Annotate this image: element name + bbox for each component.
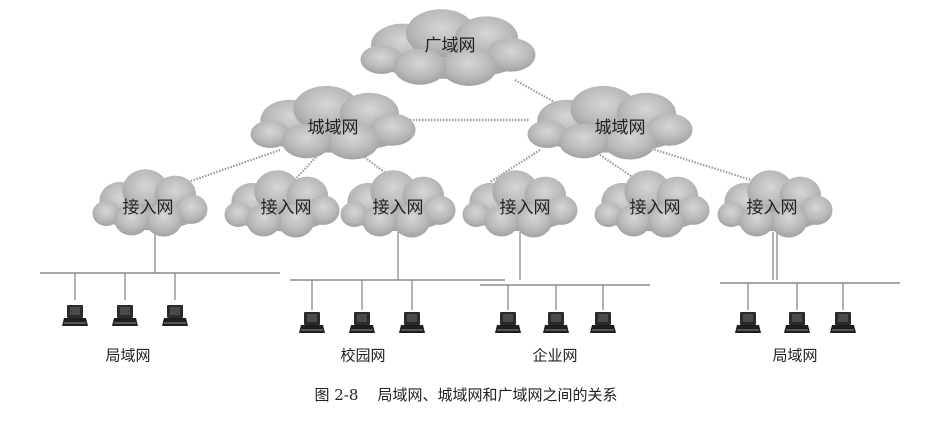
lan-bus-3 xyxy=(480,284,650,310)
access-cloud-1: 接入网 xyxy=(92,169,208,237)
access-cloud-3-label: 接入网 xyxy=(373,198,424,218)
lan-bus-1 xyxy=(40,272,280,300)
man-cloud-right-label: 城域网 xyxy=(595,118,646,138)
lan-bus-4 xyxy=(720,282,900,310)
computer-icon xyxy=(735,312,761,333)
lan-4-label: 局域网 xyxy=(772,347,817,365)
access-cloud-3: 接入网 xyxy=(340,170,456,238)
lan-1-label: 局域网 xyxy=(105,347,150,365)
computer-icon xyxy=(112,305,138,326)
computer-icon xyxy=(543,312,569,333)
wan-cloud: 广域网 xyxy=(360,9,536,87)
wan-cloud-label: 广域网 xyxy=(425,36,476,56)
man-cloud-right: 城域网 xyxy=(527,85,693,160)
access-cloud-2-label: 接入网 xyxy=(261,198,312,218)
computer-icon xyxy=(495,312,521,333)
lan-3-label: 企业网 xyxy=(532,347,577,365)
access-cloud-6-label: 接入网 xyxy=(747,198,798,218)
computer-icon xyxy=(62,305,88,326)
man-cloud-left: 城域网 xyxy=(250,85,416,160)
access-cloud-6: 接入网 xyxy=(717,170,833,238)
figure-caption: 图 2-8 局域网、城域网和广域网之间的关系 xyxy=(315,386,618,404)
access-cloud-5-label: 接入网 xyxy=(630,198,681,218)
lan-4-computers xyxy=(735,312,856,333)
access-cloud-1-label: 接入网 xyxy=(123,198,174,218)
computer-icon xyxy=(590,312,616,333)
computer-icon xyxy=(299,312,325,333)
computer-icon xyxy=(399,312,425,333)
links-access-lan xyxy=(154,228,778,280)
computer-icon xyxy=(162,305,188,326)
access-cloud-4-label: 接入网 xyxy=(500,198,551,218)
lan-3-computers xyxy=(495,312,616,333)
access-cloud-2: 接入网 xyxy=(224,170,340,238)
man-cloud-left-label: 城域网 xyxy=(308,118,359,138)
computer-icon xyxy=(349,312,375,333)
lan-1-computers xyxy=(62,305,188,326)
lan-2-label: 校园网 xyxy=(340,347,385,365)
access-cloud-4: 接入网 xyxy=(462,170,578,238)
computer-icon xyxy=(830,312,856,333)
lan-bus-2 xyxy=(290,279,505,310)
computer-icon xyxy=(784,312,810,333)
access-cloud-5: 接入网 xyxy=(594,170,710,238)
lan-2-computers xyxy=(299,312,425,333)
